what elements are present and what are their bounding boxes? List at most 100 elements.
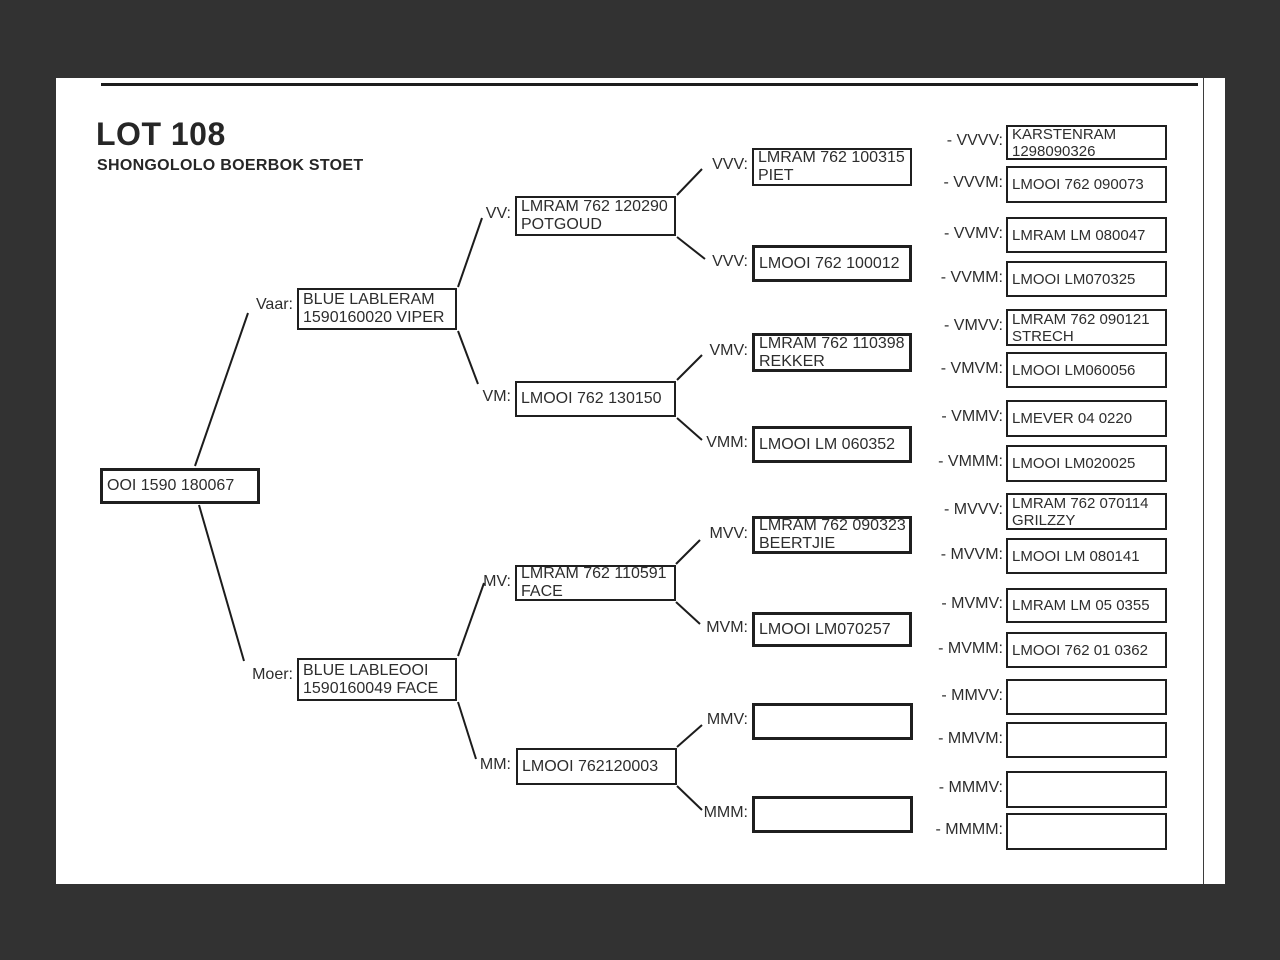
pedigree-label-vv: VV: — [485, 205, 511, 222]
pedigree-box-mmv — [752, 703, 913, 740]
catalog-page: LOT 108 SHONGOLOLO BOERBOK STOET Vaar: M… — [56, 78, 1225, 884]
animal-name: BEERTJIE — [759, 535, 836, 552]
pedigree-label-vaar: Vaar: — [255, 296, 293, 313]
pedigree-label-vvm: VVV: — [712, 253, 748, 270]
animal-id: KARSTENRAM — [1012, 125, 1117, 143]
connector-line — [676, 236, 706, 260]
pedigree-label-vvvm: - VVVM: — [943, 174, 1003, 191]
pedigree-label-vmm: VMM: — [706, 434, 748, 451]
animal-name: FACE — [521, 583, 563, 600]
pedigree-label-mvmm: - MVMM: — [938, 640, 1003, 657]
animal-id: LMOOI LM 060352 — [759, 435, 896, 453]
animal-id: LMOOI 762 090073 — [1012, 176, 1144, 193]
animal-id: LMRAM LM 080047 — [1012, 226, 1146, 244]
pedigree-label-mm: MM: — [479, 756, 511, 773]
pedigree-box-mmmv — [1006, 771, 1167, 808]
animal-id: LMRAM 762 110398 — [759, 334, 905, 352]
pedigree-label-vmmv: - VMMV: — [941, 408, 1003, 425]
lot-title: LOT 108 — [96, 116, 226, 152]
pedigree-box-vmvm: LMOOI LM060056 — [1006, 352, 1167, 388]
animal-name: STRECH — [1012, 327, 1074, 345]
pedigree-box-mmm — [752, 796, 913, 833]
connector-line — [457, 701, 477, 760]
pedigree-label-mvvm: - MVVM: — [940, 546, 1003, 563]
pedigree-label-mmmv: - MMMV: — [938, 779, 1003, 796]
animal-id: BLUE LABLERAM — [303, 291, 435, 308]
pedigree-box-mvm: LMOOI LM070257 — [752, 612, 912, 647]
animal-id: LMOOI 762 100012 — [759, 254, 900, 272]
pedigree-box-vvmm: LMOOI LM070325 — [1006, 261, 1167, 297]
animal-id: LMOOI LM070257 — [759, 620, 891, 638]
animal-id: LMRAM 762 090323 — [759, 517, 906, 534]
pedigree-label-mmvm: - MMVM: — [938, 730, 1003, 747]
pedigree-label-mmvv: - MMVV: — [941, 687, 1003, 704]
animal-id: LMEVER 04 0220 — [1012, 410, 1133, 427]
animal-id: LMOOI 762 130150 — [521, 390, 662, 407]
pedigree-box-mvvm: LMOOI LM 080141 — [1006, 538, 1167, 574]
stud-subtitle: SHONGOLOLO BOERBOK STOET — [97, 157, 364, 174]
animal-id: LMRAM 762 120290 — [521, 198, 668, 215]
pedigree-box-mm: LMOOI 762120003 — [516, 748, 677, 785]
connector-line — [457, 217, 483, 288]
connector-line — [675, 601, 701, 625]
pedigree-label-vvmv: - VVMV: — [944, 225, 1003, 242]
animal-name: 1298090326 — [1012, 142, 1096, 160]
pedigree-label-mv: MV: — [483, 573, 511, 590]
animal-name: PIET — [758, 167, 794, 184]
connector-line — [676, 168, 703, 196]
animal-id: OOI 1590 180067 — [107, 477, 235, 494]
animal-name: REKKER — [759, 352, 825, 370]
pedigree-label-mvm: MVM: — [706, 619, 748, 636]
pedigree-box-mvmm: LMOOI 762 01 0362 — [1006, 632, 1167, 668]
pedigree-label-vmvm: - VMVM: — [940, 360, 1003, 377]
animal-name: GRILZZY — [1012, 511, 1076, 529]
pedigree-label-mvmv: - MVMV: — [941, 595, 1003, 612]
animal-name: POTGOUD — [521, 216, 602, 233]
pedigree-label-mvvv: - MVVV: — [944, 501, 1003, 518]
pedigree-box-vvvm: LMOOI 762 090073 — [1006, 166, 1167, 203]
pedigree-box-subject: OOI 1590 180067 — [100, 468, 260, 504]
animal-id: LMRAM 762 110591 — [521, 565, 667, 582]
connector-line — [676, 417, 703, 441]
pedigree-label-moer: Moer: — [252, 666, 293, 683]
connector-line — [676, 785, 703, 811]
pedigree-box-vmmm: LMOOI LM020025 — [1006, 445, 1167, 482]
connector-line — [194, 312, 249, 467]
connector-line — [457, 330, 479, 385]
pedigree-label-mvv: MVV: — [709, 525, 748, 542]
animal-id: LMOOI 762120003 — [522, 757, 659, 775]
animal-id: LMRAM 762 100315 — [758, 149, 905, 166]
connector-line — [457, 582, 485, 657]
pedigree-box-mmmm — [1006, 813, 1167, 850]
page-divider-line — [1203, 78, 1204, 884]
pedigree-label-vvvv: - VVVV: — [946, 132, 1003, 149]
pedigree-box-vvm: LMOOI 762 100012 — [752, 245, 912, 282]
connector-line — [198, 504, 245, 662]
animal-id: LMOOI 762 01 0362 — [1012, 641, 1148, 659]
pedigree-label-mmm: MMM: — [703, 804, 748, 821]
animal-id: LMOOI LM020025 — [1012, 455, 1136, 472]
pedigree-label-vvmm: - VVMM: — [940, 269, 1003, 286]
connector-line — [676, 724, 703, 748]
pedigree-label-vm: VM: — [482, 388, 511, 405]
pedigree-label-vmv: VMV: — [709, 342, 748, 359]
pedigree-box-mvmv: LMRAM LM 05 0355 — [1006, 588, 1167, 623]
pedigree-label-vmmm: - VMMM: — [938, 453, 1003, 470]
animal-id: LMOOI LM060056 — [1012, 361, 1136, 379]
connector-line — [676, 354, 703, 381]
pedigree-label-mmmm: - MMMM: — [935, 821, 1003, 838]
connector-line — [675, 539, 701, 565]
pedigree-label-vvv: VVV: — [712, 156, 748, 173]
animal-name: 1590160020 VIPER — [303, 309, 445, 326]
pedigree-label-mmv: MMV: — [706, 711, 748, 728]
pedigree-box-mmvm — [1006, 722, 1167, 758]
top-rule — [101, 83, 1198, 86]
